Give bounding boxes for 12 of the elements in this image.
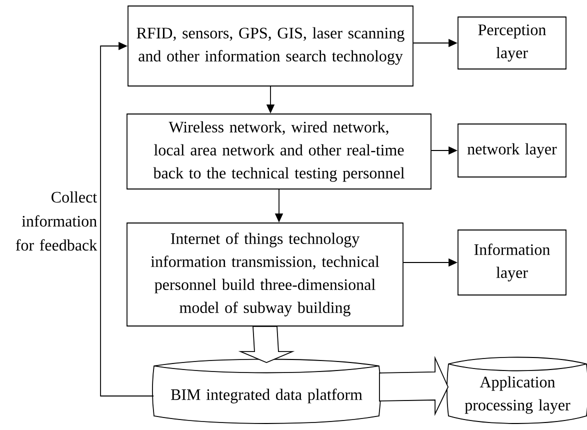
block-arrow [379, 356, 449, 416]
process-box: Internet of things technology information transmission, technical personnel build three-dimensional model of subway building [126, 222, 404, 326]
process-box: network layer [458, 124, 566, 178]
block-arrow [238, 326, 295, 364]
edge-label: Collect information for feedback [1, 190, 98, 252]
process-box: RFID, sensors, GPS, GIS, laser scanning and other information search technology [128, 6, 414, 86]
process-box: Wireless network, wired network, local area network and other real-time back to the technical testing personnel [126, 114, 432, 190]
process-box: Information layer [458, 230, 566, 296]
process-box: Perception layer [458, 16, 566, 70]
database-cylinder: Application processing layer [446, 356, 587, 424]
database-cylinder: BIM integrated data platform [152, 358, 381, 424]
feedback-arrow [100, 42, 154, 396]
